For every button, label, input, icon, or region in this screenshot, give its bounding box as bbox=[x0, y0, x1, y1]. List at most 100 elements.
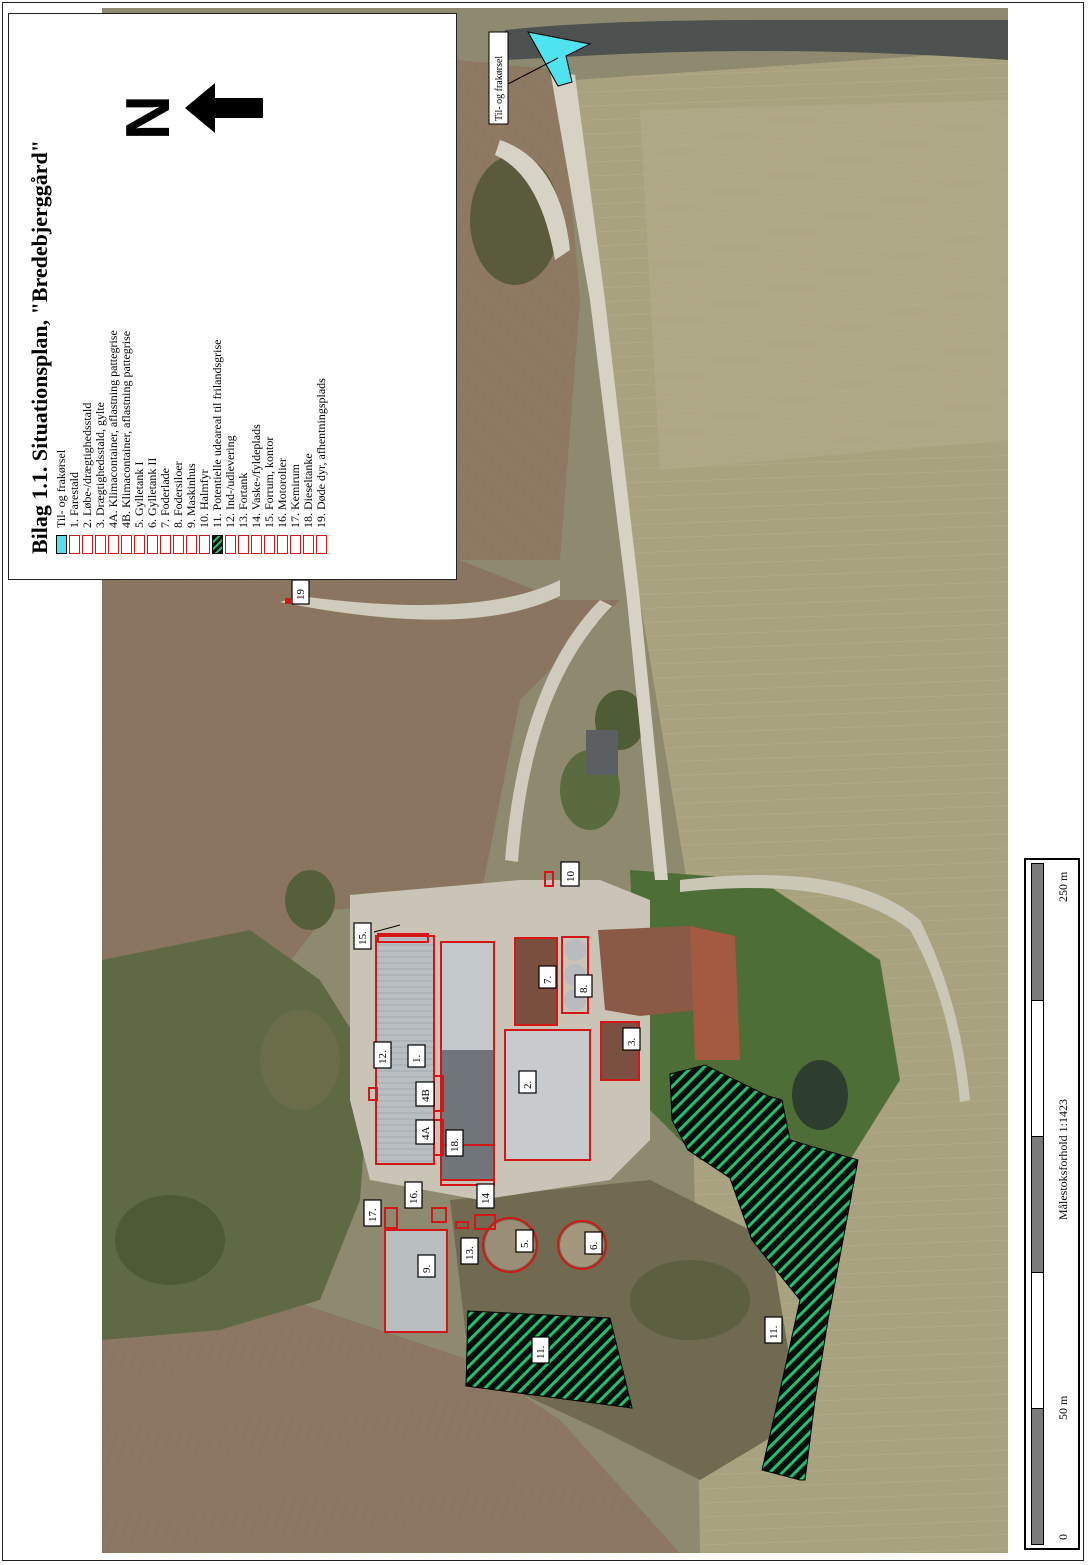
label-17: 17. bbox=[363, 1199, 382, 1227]
label-6-text: 6. bbox=[588, 1242, 600, 1251]
road-north bbox=[505, 20, 1008, 60]
outline-6-gylletank-2 bbox=[557, 1220, 607, 1270]
outline-middle-barn bbox=[440, 941, 495, 1181]
scale-tick bbox=[1032, 1272, 1043, 1273]
outline-3-gylte bbox=[600, 1021, 640, 1081]
label-7: 7. bbox=[538, 965, 557, 989]
label-10: 10 bbox=[560, 861, 580, 887]
scale-tick bbox=[1032, 1136, 1043, 1137]
field-southwest-texture bbox=[102, 1300, 680, 1553]
label-11-west-text: 11. bbox=[535, 1345, 547, 1359]
label-4a: 4A bbox=[415, 1119, 435, 1145]
building-small bbox=[586, 730, 618, 775]
label-19: 19 bbox=[291, 579, 310, 605]
building-middle-north bbox=[441, 942, 494, 1050]
label-2-text: 2. bbox=[522, 1081, 534, 1090]
label-11-east: 11. bbox=[764, 1316, 783, 1344]
outline-17-kemirum bbox=[384, 1207, 398, 1229]
outline-13-fortank bbox=[455, 1221, 469, 1229]
scale-tick bbox=[1032, 1000, 1043, 1001]
scale-segment bbox=[1032, 1272, 1043, 1408]
label-4b-text: 4B bbox=[420, 1089, 432, 1102]
label-11-west: 11. bbox=[531, 1336, 550, 1364]
outline-12-udlevering bbox=[368, 1087, 378, 1101]
scale-tick bbox=[1032, 1408, 1043, 1409]
farm-road bbox=[505, 600, 612, 862]
track-west bbox=[280, 580, 560, 620]
label-2: 2. bbox=[518, 1070, 537, 1094]
tree-cluster bbox=[630, 1260, 750, 1340]
label-7-text: 7. bbox=[542, 976, 554, 985]
label-4a-text: 4A bbox=[420, 1127, 432, 1141]
label-3: 3. bbox=[622, 1027, 641, 1051]
north-letter: N bbox=[115, 95, 183, 138]
area-11-frilandsareal-east bbox=[669, 1064, 859, 1481]
label-9: 9. bbox=[417, 1254, 436, 1278]
scale-segment bbox=[1032, 1408, 1043, 1544]
entrance-callout-line bbox=[507, 57, 559, 85]
pond bbox=[792, 1060, 848, 1130]
label-16-text: 16. bbox=[408, 1190, 420, 1204]
outline-5-gylletank-1 bbox=[482, 1217, 538, 1273]
label-5-text: 5. bbox=[519, 1240, 531, 1249]
silo bbox=[564, 939, 586, 961]
entrance-callout-text: Til- og frakørsel bbox=[494, 56, 505, 121]
label-14: 14 bbox=[476, 1183, 495, 1209]
scale-bar bbox=[1031, 863, 1044, 1545]
leader-15 bbox=[373, 924, 401, 933]
label-18: 18. bbox=[445, 1129, 464, 1157]
label-15: 15. bbox=[353, 922, 372, 950]
scale-segment bbox=[1032, 1136, 1043, 1272]
label-4b: 4B bbox=[415, 1081, 435, 1107]
field-northwest-texture bbox=[102, 560, 620, 1000]
label-19-text: 19 bbox=[295, 589, 307, 601]
label-8: 8. bbox=[574, 974, 593, 998]
label-18-text: 18. bbox=[449, 1138, 461, 1152]
building-lobe-stald bbox=[505, 1030, 590, 1160]
label-1-text: 1. bbox=[411, 1055, 423, 1064]
label-8-text: 8. bbox=[578, 985, 590, 994]
tree-cluster bbox=[285, 870, 335, 930]
label-14-text: 14 bbox=[480, 1193, 492, 1205]
marker-19-dode-dyr bbox=[285, 598, 291, 604]
label-11-east-text: 11. bbox=[768, 1325, 780, 1339]
building-middle-south bbox=[441, 1050, 494, 1180]
label-12: 12. bbox=[373, 1041, 392, 1069]
label-10-text: 10 bbox=[565, 871, 577, 883]
scale-segment bbox=[1032, 1000, 1043, 1136]
tree-cluster bbox=[115, 1195, 225, 1285]
label-13: 13. bbox=[460, 1237, 479, 1265]
outline-15-forrum bbox=[377, 933, 429, 943]
scale-bar-panel: 0 50 m Målestoksforhold 1:1423 250 m bbox=[1024, 858, 1080, 1550]
scale-segment bbox=[1032, 864, 1043, 1000]
building-maskinhus bbox=[385, 1230, 447, 1332]
tree-cluster bbox=[260, 1010, 340, 1110]
outline-10-halmfyr bbox=[544, 871, 554, 887]
outline-14-vaskeplads bbox=[474, 1214, 496, 1230]
label-6: 6. bbox=[584, 1231, 603, 1255]
entrance-callout: Til- og frakørsel bbox=[488, 31, 509, 125]
north-arrow: N bbox=[115, 83, 263, 138]
entrance-marker bbox=[527, 31, 592, 87]
label-17-text: 17. bbox=[367, 1208, 379, 1222]
field-east-north bbox=[640, 100, 1008, 470]
farmhouse-wing bbox=[598, 926, 700, 1016]
label-1: 1. bbox=[407, 1044, 426, 1068]
label-3-text: 3. bbox=[626, 1038, 638, 1047]
farmhouse bbox=[690, 926, 740, 1060]
north-arrow-icon bbox=[185, 83, 263, 133]
driveway bbox=[550, 70, 668, 880]
label-15-text: 15. bbox=[357, 931, 369, 945]
label-9-text: 9. bbox=[421, 1265, 433, 1274]
outline-7-foderlade bbox=[514, 937, 558, 1026]
label-13-text: 13. bbox=[464, 1246, 476, 1260]
scrubland-south bbox=[450, 1180, 800, 1480]
label-16: 16. bbox=[404, 1181, 423, 1209]
label-5: 5. bbox=[515, 1229, 534, 1253]
track-spur bbox=[495, 140, 570, 260]
label-12-text: 12. bbox=[377, 1050, 389, 1064]
outline-9-maskinhus bbox=[384, 1229, 448, 1333]
